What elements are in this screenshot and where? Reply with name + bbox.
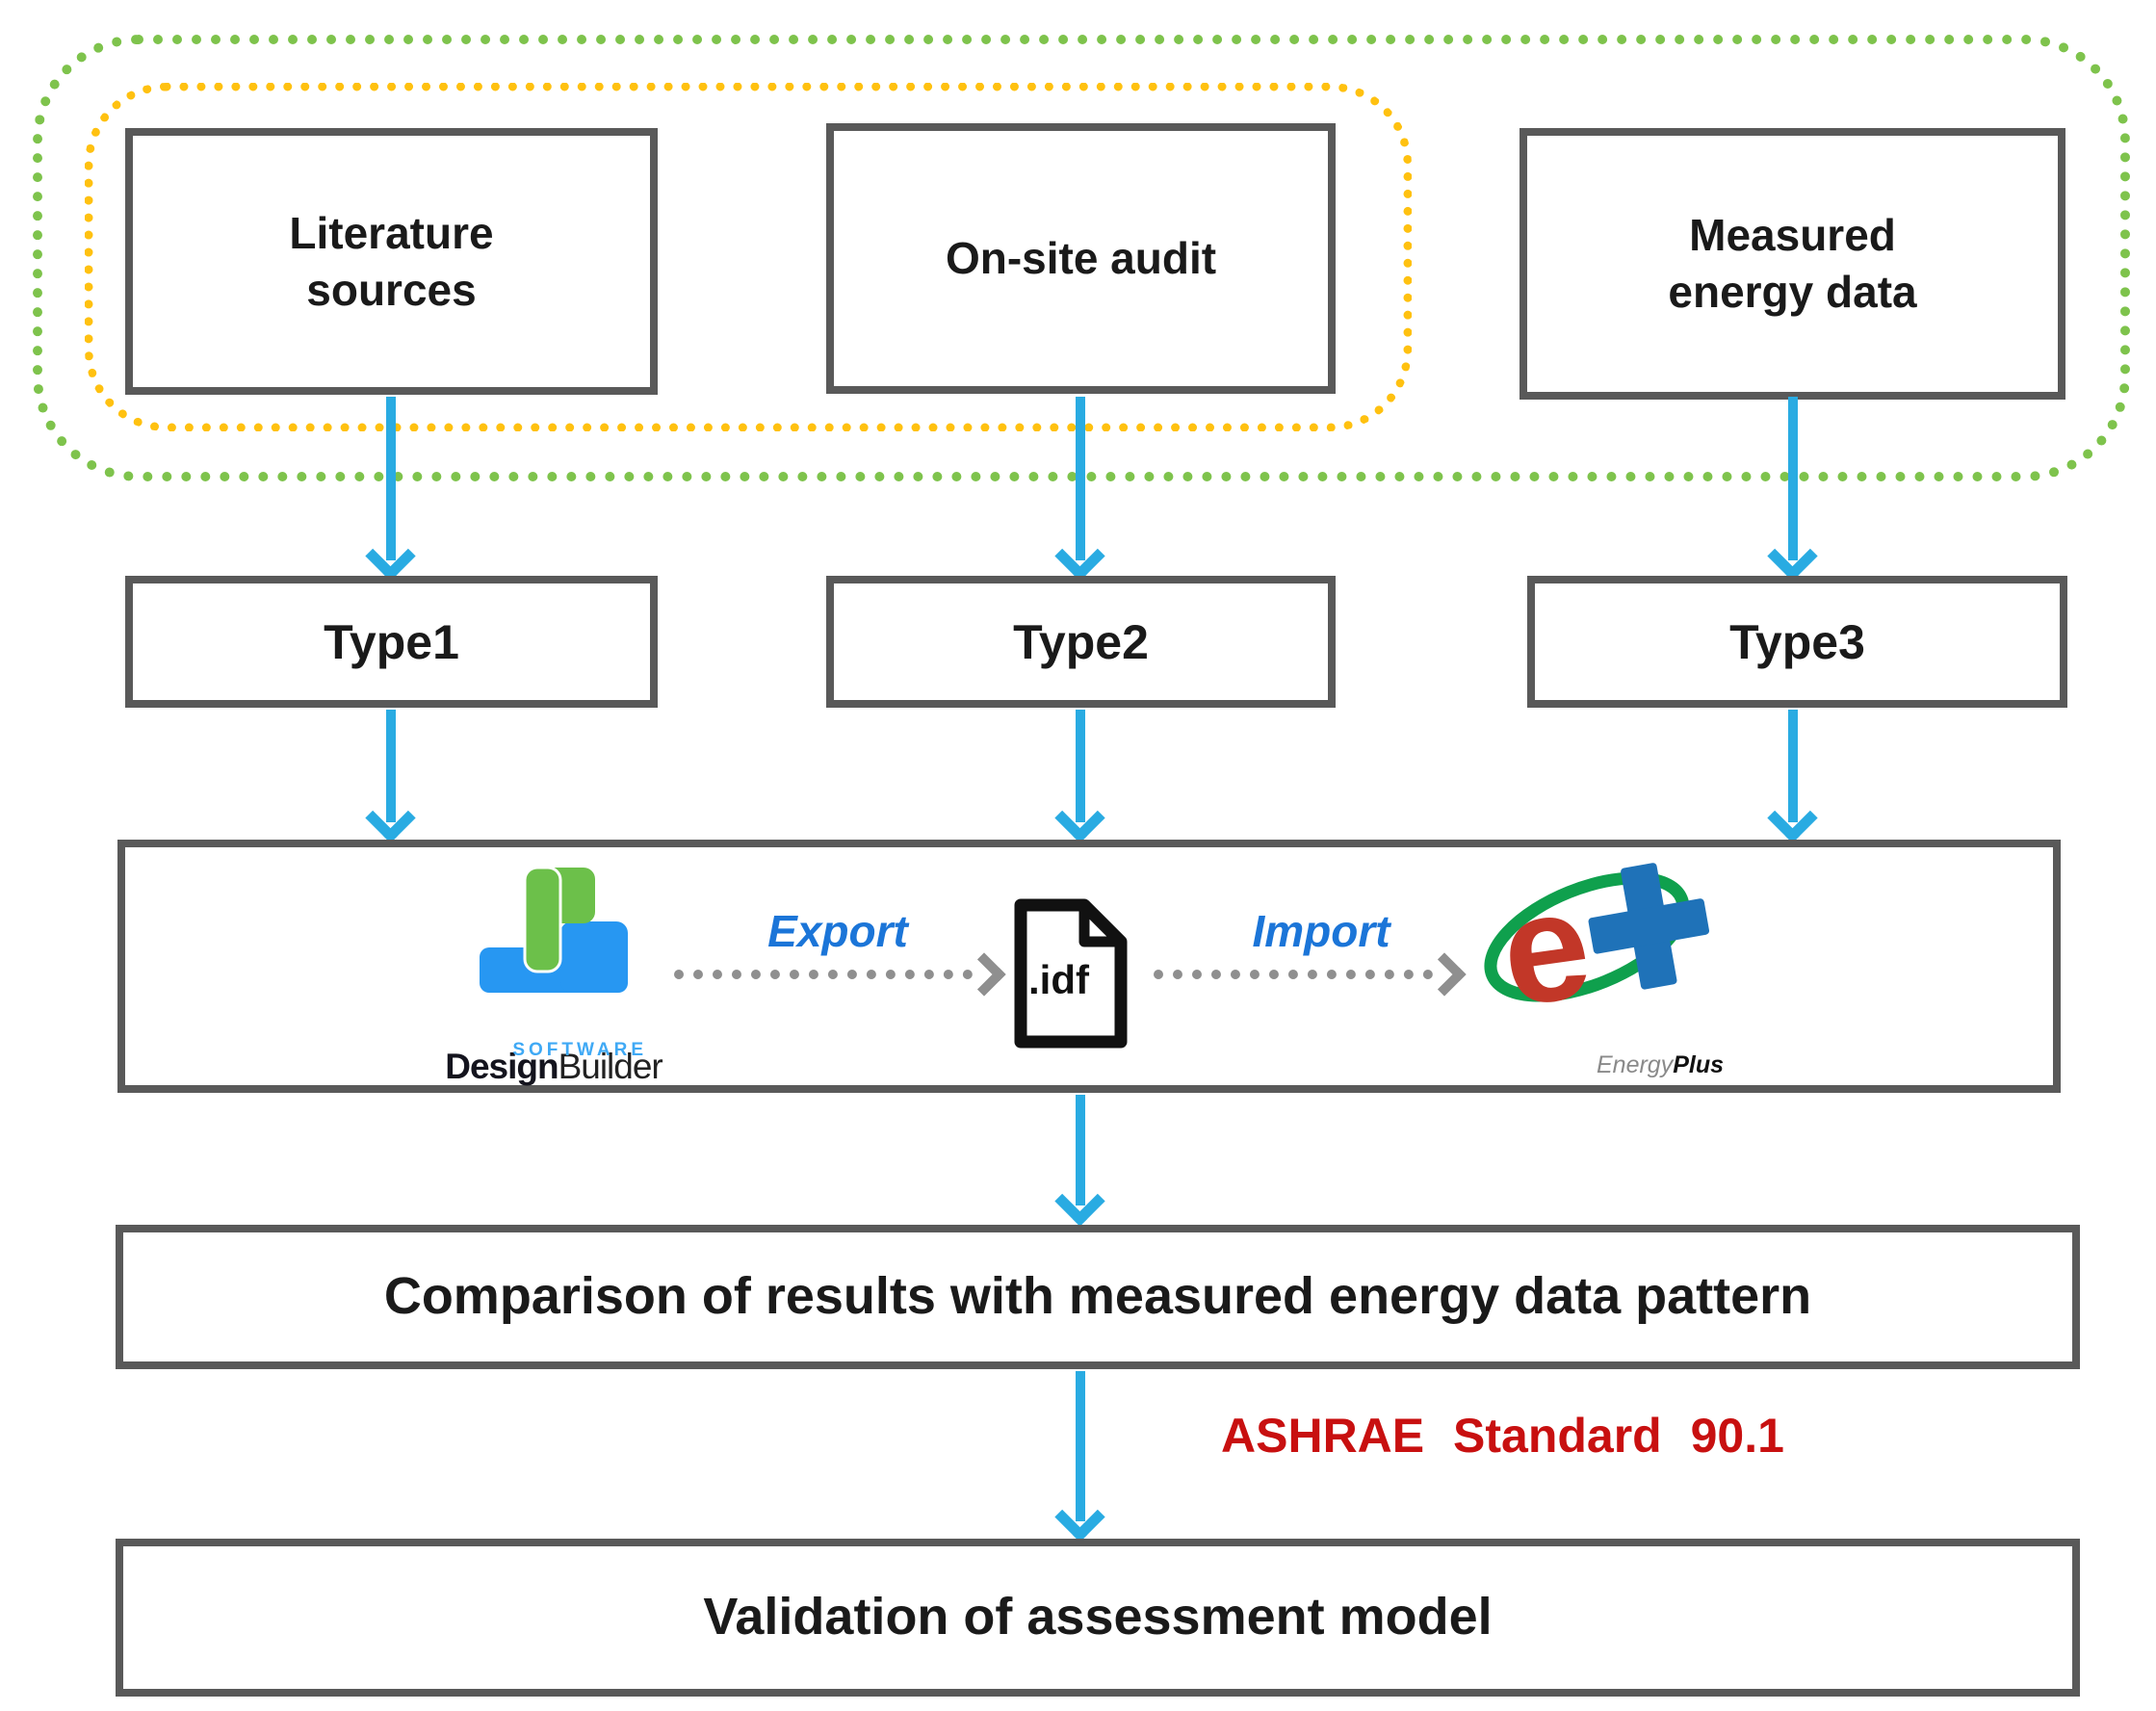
- arrow-type3-to-software: [1767, 710, 1818, 843]
- import-dotted-arrow: [1154, 952, 1467, 997]
- designbuilder-wordmark-bold: Design: [445, 1047, 558, 1087]
- arrow-head-icon: [1054, 531, 1105, 582]
- arrow-measured-to-type3: [1767, 397, 1818, 582]
- designbuilder-logo: DesignBuilder SOFTWARE: [443, 862, 664, 1086]
- arrow-stem: [1076, 1371, 1085, 1521]
- energyplus-logo: e EnergyPlus: [1473, 855, 1743, 1078]
- arrow-type2-to-software: [1054, 710, 1105, 843]
- designbuilder-mark-icon: [480, 868, 628, 993]
- export-dotted-arrow: [674, 952, 1006, 997]
- arrow-stem: [1076, 710, 1085, 822]
- type2-box: Type2: [826, 576, 1336, 708]
- arrow-head-icon: [1054, 1491, 1105, 1542]
- arrow-head-icon: [1767, 792, 1818, 843]
- type1-label: Type1: [324, 614, 459, 669]
- software-pipeline-box: DesignBuilder SOFTWARE Export .idf Impor…: [117, 840, 2061, 1093]
- arrow-stem: [386, 397, 396, 560]
- idf-file-icon: .idf: [1014, 898, 1128, 1049]
- literature-sources-box: Literature sources: [125, 128, 658, 395]
- arrow-head-icon: [1054, 1176, 1105, 1227]
- designbuilder-wordmark-light: Builder: [558, 1047, 663, 1087]
- import-label: Import: [1252, 906, 1390, 956]
- arrow-head-icon: [962, 952, 1006, 997]
- designbuilder-subtitle: SOFTWARE: [512, 1040, 647, 1060]
- inner-data-group-frame: [85, 83, 1412, 431]
- arrow-software-to-comparison: [1054, 1095, 1105, 1227]
- arrow-stem: [674, 970, 973, 979]
- validation-label: Validation of assessment model: [703, 1588, 1493, 1646]
- arrow-stem: [1788, 397, 1798, 560]
- literature-sources-label: Literature sources: [289, 207, 494, 315]
- arrow-audit-to-type2: [1054, 397, 1105, 582]
- arrow-type1-to-software: [365, 710, 416, 843]
- arrow-head-icon: [365, 531, 416, 582]
- validation-box: Validation of assessment model: [116, 1539, 2080, 1697]
- measured-energy-data-label: Measured energy data: [1668, 210, 1917, 317]
- arrow-head-icon: [1767, 531, 1818, 582]
- comparison-box: Comparison of results with measured ener…: [116, 1225, 2080, 1369]
- arrow-comparison-to-validation: [1054, 1371, 1105, 1542]
- idf-label: .idf: [1028, 957, 1090, 1002]
- arrow-stem: [1076, 397, 1085, 560]
- type3-box: Type3: [1527, 576, 2067, 708]
- arrow-head-icon: [365, 792, 416, 843]
- type2-label: Type2: [1013, 614, 1149, 669]
- arrow-literature-to-type1: [365, 397, 416, 582]
- on-site-audit-box: On-site audit: [826, 123, 1336, 394]
- energyplus-wordmark: EnergyPlus: [1473, 1019, 1724, 1080]
- arrow-head-icon: [1054, 792, 1105, 843]
- energyplus-wordmark-plus: Plus: [1673, 1051, 1724, 1078]
- arrow-stem: [1154, 970, 1433, 979]
- arrow-head-icon: [1422, 952, 1467, 997]
- ashrae-standard-label: ASHRAE Standard 90.1: [1221, 1409, 1784, 1463]
- export-label: Export: [767, 906, 908, 956]
- comparison-label: Comparison of results with measured ener…: [383, 1267, 1812, 1326]
- arrow-stem: [386, 710, 396, 822]
- type3-label: Type3: [1729, 614, 1865, 669]
- designbuilder-wordmark: DesignBuilder: [443, 998, 664, 1090]
- type1-box: Type1: [125, 576, 658, 708]
- energyplus-mark-icon: e: [1484, 856, 1710, 1019]
- energyplus-wordmark-energy: Energy: [1596, 1051, 1674, 1078]
- arrow-stem: [1788, 710, 1798, 822]
- on-site-audit-label: On-site audit: [945, 233, 1217, 284]
- arrow-stem: [1076, 1095, 1085, 1205]
- measured-energy-data-box: Measured energy data: [1520, 128, 2065, 400]
